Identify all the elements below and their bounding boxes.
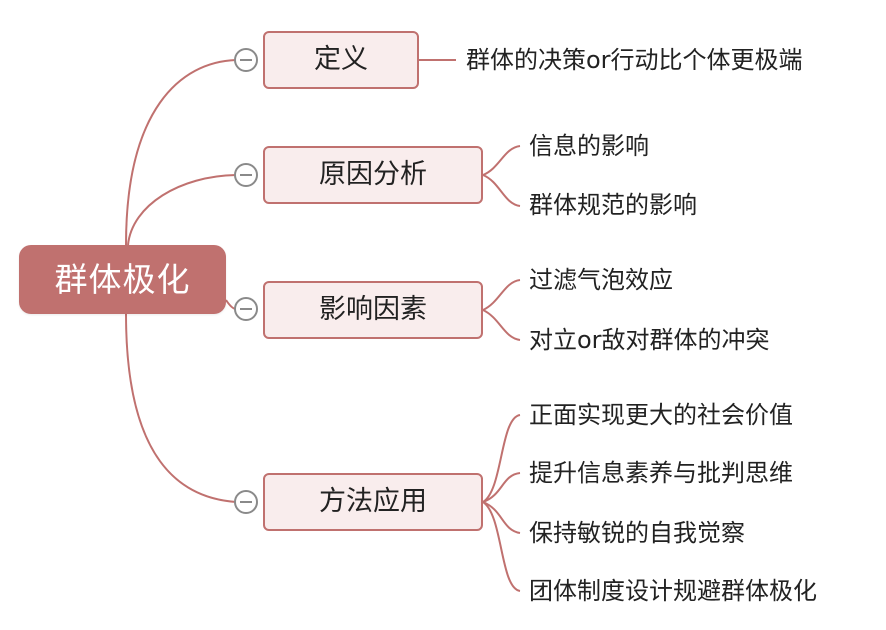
branch-topic-definition[interactable]: 定义 <box>263 31 419 89</box>
collapse-minus-icon[interactable] <box>234 163 258 187</box>
subtopic-methods-4[interactable]: 团体制度设计规避群体极化 <box>529 577 817 605</box>
branch-topic-methods[interactable]: 方法应用 <box>263 473 483 531</box>
connector-causes-leaf-1 <box>482 145 521 176</box>
subtopic-methods-1[interactable]: 正面实现更大的社会价值 <box>529 401 793 429</box>
collapse-minus-icon[interactable] <box>234 48 258 72</box>
connector-root-methods <box>125 313 237 503</box>
branch-topic-causes[interactable]: 原因分析 <box>263 146 483 204</box>
connector-root-causes <box>127 174 237 246</box>
collapse-minus-icon[interactable] <box>234 490 258 514</box>
connector-methods-leaf-4 <box>482 501 521 592</box>
connector-causes-leaf-2 <box>482 174 521 207</box>
subtopic-causes-2[interactable]: 群体规范的影响 <box>529 191 697 219</box>
connector-methods-leaf-1 <box>482 414 521 503</box>
subtopic-causes-1[interactable]: 信息的影响 <box>529 132 649 160</box>
connector-factors-leaf-2 <box>482 309 521 341</box>
connector-root-definition <box>125 59 237 246</box>
root-topic[interactable]: 群体极化 <box>19 245 226 314</box>
subtopic-definition-1[interactable]: 群体的决策or行动比个体更极端 <box>466 46 803 74</box>
collapse-minus-icon[interactable] <box>234 297 258 321</box>
subtopic-factors-2[interactable]: 对立or敌对群体的冲突 <box>529 326 770 354</box>
connector-methods-leaf-3 <box>482 501 521 534</box>
branch-topic-factors[interactable]: 影响因素 <box>263 281 483 339</box>
subtopic-methods-2[interactable]: 提升信息素养与批判思维 <box>529 459 793 487</box>
subtopic-methods-3[interactable]: 保持敏锐的自我觉察 <box>529 519 745 547</box>
connector-methods-leaf-2 <box>482 472 521 503</box>
connector-factors-leaf-1 <box>482 279 521 311</box>
subtopic-factors-1[interactable]: 过滤气泡效应 <box>529 266 673 294</box>
